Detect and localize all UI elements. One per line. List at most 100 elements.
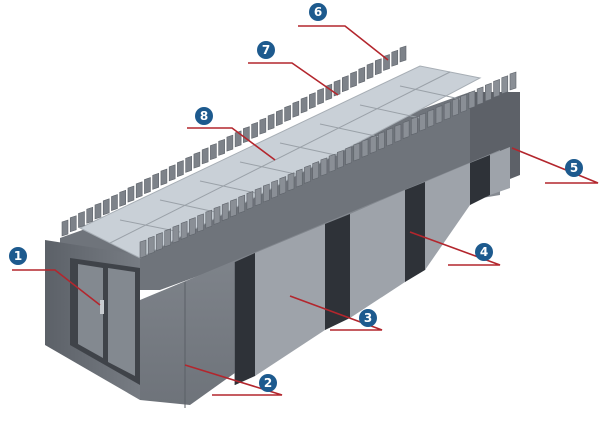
callout-4: 4 xyxy=(409,231,501,266)
callout-number-1: 1 xyxy=(14,249,22,263)
louver-flap xyxy=(391,49,399,67)
louver-flap xyxy=(226,134,234,152)
cabinet-front-1 xyxy=(255,224,325,376)
louver-flap xyxy=(419,112,426,132)
louver-flap xyxy=(135,181,143,199)
louver-flap xyxy=(287,172,295,192)
dark-cabinet-b xyxy=(325,214,350,330)
louver-flap xyxy=(160,168,168,186)
louver-flap xyxy=(358,66,366,84)
louver-flap xyxy=(284,104,291,122)
dark-cabinet-a xyxy=(235,253,255,385)
dark-cabinet-c xyxy=(405,182,425,282)
callout-badge-5 xyxy=(565,159,583,177)
louver-flap xyxy=(501,75,509,95)
louver-flap xyxy=(295,168,303,188)
louver-flap xyxy=(263,183,270,203)
callout-5: 5 xyxy=(511,147,599,184)
dark-cabinet-d xyxy=(470,155,490,205)
louver-flap xyxy=(452,97,459,117)
louver-flap xyxy=(411,116,418,136)
louver-flap xyxy=(177,160,184,178)
louver-flap xyxy=(243,126,250,144)
louver-flap xyxy=(201,147,209,165)
callout-number-4: 4 xyxy=(480,245,488,259)
louver-flap xyxy=(185,155,192,173)
leader-line-6 xyxy=(298,25,389,61)
callout-2: 2 xyxy=(184,364,283,396)
louver-flap xyxy=(353,142,361,162)
louver-flap xyxy=(267,113,275,131)
callout-8: 8 xyxy=(187,107,276,161)
callout-badge-2 xyxy=(259,374,277,392)
louver-flap xyxy=(234,130,242,148)
louver-flap xyxy=(374,58,382,76)
louver-flap xyxy=(251,121,258,139)
leader-line-1 xyxy=(12,269,101,306)
louver-flap xyxy=(366,62,374,80)
louver-flap xyxy=(119,189,127,207)
cabinet-front-4 xyxy=(490,147,510,195)
louver-flap xyxy=(210,143,217,161)
callout-badge-7 xyxy=(257,41,275,59)
louver-flap xyxy=(309,92,316,110)
leader-line-5 xyxy=(511,147,599,184)
callout-badge-3 xyxy=(359,309,377,327)
louver-flap xyxy=(328,153,336,173)
louver-flap xyxy=(317,88,324,105)
louver-flap xyxy=(156,232,163,251)
louver-flap xyxy=(259,117,267,135)
louver-flap xyxy=(304,164,311,184)
louver-flap xyxy=(369,135,377,154)
louver-flap xyxy=(386,127,393,147)
door-handle-icon[interactable] xyxy=(100,300,104,314)
louver-flap xyxy=(361,138,369,158)
callout-6: 6 xyxy=(298,3,389,61)
callout-number-6: 6 xyxy=(314,5,322,19)
louver-flap xyxy=(350,71,357,88)
callout-1: 1 xyxy=(9,247,101,306)
louver-flap xyxy=(221,202,229,222)
louver-flap xyxy=(238,194,245,214)
louver-flap xyxy=(509,71,517,91)
louver-flap xyxy=(78,211,85,228)
louver-flap xyxy=(86,206,94,224)
louver-flap xyxy=(279,176,287,195)
louver-flap xyxy=(254,187,262,207)
louver-flap xyxy=(476,86,484,106)
louver-flap xyxy=(320,157,328,177)
louver-flap xyxy=(111,194,118,211)
end-door-glass-left xyxy=(78,264,103,358)
louver-flap xyxy=(276,109,283,127)
callout-badge-8 xyxy=(195,107,213,125)
louver-flap xyxy=(230,198,237,218)
callout-number-5: 5 xyxy=(570,161,578,175)
louver-flap xyxy=(172,224,180,244)
louver-flap xyxy=(197,213,204,233)
louver-flap xyxy=(435,105,443,125)
louver-flap xyxy=(189,217,196,237)
louver-flap xyxy=(378,131,385,151)
louver-flap xyxy=(460,93,467,113)
leader-line-8 xyxy=(187,127,276,161)
louver-flap xyxy=(443,101,451,121)
louver-flap xyxy=(402,120,410,139)
louver-flap xyxy=(139,239,147,259)
leader-line-4 xyxy=(409,231,501,266)
callout-badge-4 xyxy=(475,243,493,261)
louver-flap xyxy=(144,177,151,194)
louver-flap xyxy=(218,138,225,156)
louver-flap xyxy=(127,185,135,203)
louver-flap xyxy=(164,228,171,248)
cabinet-front-3 xyxy=(425,163,470,270)
callout-badge-1 xyxy=(9,247,27,265)
louver-flap xyxy=(94,202,102,220)
louver-flap xyxy=(468,90,476,110)
ceiling-panels xyxy=(78,65,482,259)
roof-louvers-back xyxy=(61,45,407,237)
louver-flap xyxy=(345,146,352,166)
leader-line-7 xyxy=(248,62,339,96)
